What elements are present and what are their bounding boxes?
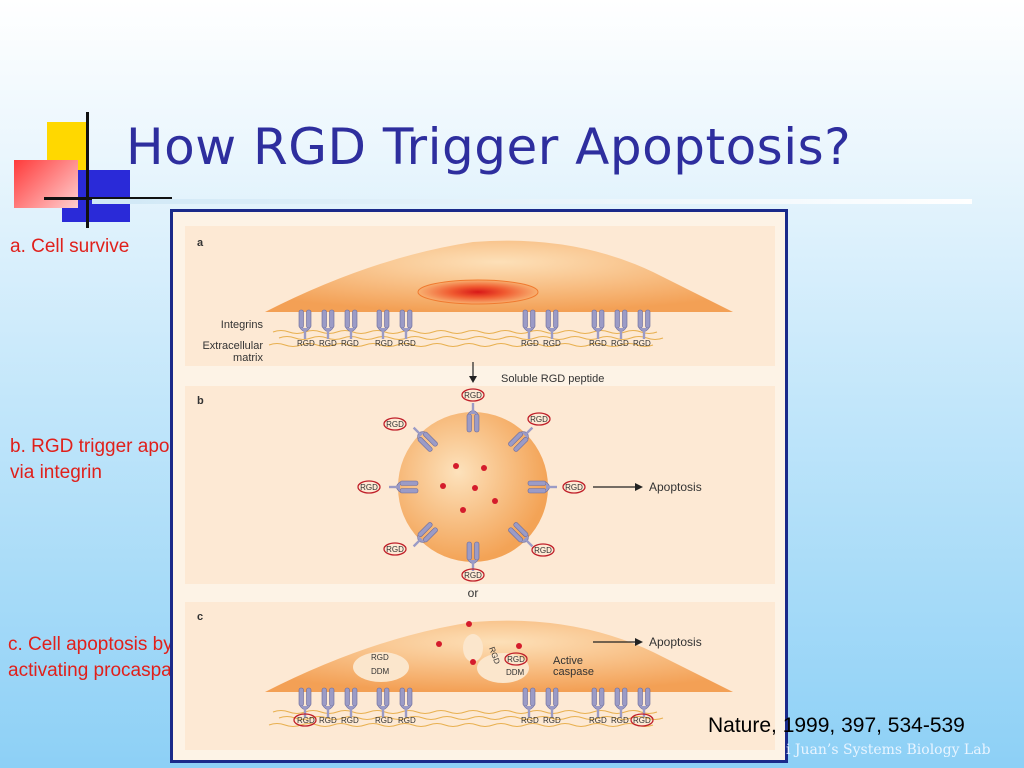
rgd-row-c: RGD RGD RGD RGD RGD RGD RGD RGD RGD RGD — [297, 716, 651, 725]
decor-red-square — [14, 160, 78, 208]
panel-b-letter: b — [197, 395, 204, 407]
decor-vertical-line — [86, 112, 89, 228]
svg-text:RGD: RGD — [375, 339, 393, 348]
ddm-label-c-right: DDM — [506, 668, 525, 677]
svg-text:RGD: RGD — [589, 339, 607, 348]
rgd-row-a: RGD RGD RGD RGD RGD RGD RGD RGD RGD RGD — [297, 339, 651, 348]
svg-text:RGD: RGD — [521, 339, 539, 348]
svg-text:RGD: RGD — [589, 716, 607, 725]
caption-b: b. RGD trigger apoptosis via integrin — [10, 434, 219, 486]
caption-c-line2: activating procaspase-3 — [8, 660, 209, 681]
rgd-label-c-left: RGD — [371, 653, 389, 662]
panel-a-letter: a — [197, 237, 204, 249]
svg-text:RGD: RGD — [534, 546, 552, 555]
citation: Nature, 1999, 397, 534-539 — [708, 714, 965, 737]
svg-text:RGD: RGD — [319, 716, 337, 725]
svg-text:RGD: RGD — [341, 339, 359, 348]
svg-text:RGD: RGD — [464, 571, 482, 580]
panel-c: c RGD DDM RGD DDM RGD Active caspase Apo… — [185, 602, 775, 750]
svg-text:RGD: RGD — [297, 716, 315, 725]
apoptosis-figure: a RGD RGD RGD RGD RGD RGD RGD RGD RGD RGD Inte… — [170, 209, 788, 763]
nuclear-fragments-b — [440, 463, 498, 513]
svg-text:RGD: RGD — [398, 339, 416, 348]
footer-lab-name: i Juan’s Systems Biology Lab — [786, 742, 991, 758]
ecm-label-line2: matrix — [233, 352, 263, 364]
title-underline — [92, 199, 972, 204]
apoptosis-label-c: Apoptosis — [649, 635, 702, 649]
ecm-label-line1: Extracellular — [202, 340, 263, 352]
svg-text:RGD: RGD — [464, 391, 482, 400]
svg-text:RGD: RGD — [633, 339, 651, 348]
caption-b-line2: via integrin — [10, 462, 102, 483]
caption-a: a. Cell survive — [10, 234, 129, 260]
svg-text:RGD: RGD — [543, 716, 561, 725]
svg-text:RGD: RGD — [530, 415, 548, 424]
panel-b: b Soluble RGD peptide RGD RGD RGD RGD RG… — [185, 362, 775, 600]
nucleus-a — [417, 279, 539, 305]
svg-text:RGD: RGD — [398, 716, 416, 725]
svg-text:RGD: RGD — [633, 716, 651, 725]
svg-text:RGD: RGD — [543, 339, 561, 348]
panel-a: a RGD RGD RGD RGD RGD RGD RGD RGD RGD RGD Inte… — [185, 226, 775, 366]
cell-body-a — [265, 240, 733, 312]
or-label: or — [468, 586, 479, 600]
rgd-label-c-right: RGD — [507, 655, 525, 664]
caption-c: c. Cell apoptosis by activating procaspa… — [8, 632, 209, 684]
svg-text:RGD: RGD — [521, 716, 539, 725]
ddm-region-left — [353, 652, 409, 682]
svg-text:RGD: RGD — [611, 339, 629, 348]
fragments-c — [436, 621, 522, 665]
apoptosis-label-b: Apoptosis — [649, 480, 702, 494]
figure-svg: a RGD RGD RGD RGD RGD RGD RGD RGD RGD RGD Inte… — [185, 226, 775, 750]
svg-text:RGD: RGD — [386, 420, 404, 429]
svg-text:RGD: RGD — [297, 339, 315, 348]
panel-c-letter: c — [197, 611, 203, 623]
slide-title: How RGD Trigger Apoptosis? — [126, 118, 852, 176]
integrins-label: Integrins — [221, 319, 264, 331]
caption-c-line1: c. Cell apoptosis by — [8, 634, 173, 655]
soluble-label: Soluble RGD peptide — [501, 373, 604, 385]
caption-b-line1: b. RGD trigger apoptosis — [10, 436, 220, 457]
ddm-region-right — [477, 653, 529, 683]
active-caspase-line2: caspase — [553, 666, 594, 678]
soluble-rgd-b: RGD RGD RGD RGD RGD RGD RGD RGD — [357, 388, 586, 582]
svg-text:RGD: RGD — [360, 483, 378, 492]
svg-text:RGD: RGD — [611, 716, 629, 725]
svg-text:RGD: RGD — [375, 716, 393, 725]
ddm-label-c-left: DDM — [371, 667, 390, 676]
svg-text:RGD: RGD — [565, 483, 583, 492]
svg-text:RGD: RGD — [319, 339, 337, 348]
decor-horizontal-line — [44, 197, 172, 200]
active-caspase-line1: Active — [553, 655, 583, 667]
svg-text:RGD: RGD — [341, 716, 359, 725]
caption-a-text: a. Cell survive — [10, 236, 130, 257]
svg-text:RGD: RGD — [386, 545, 404, 554]
